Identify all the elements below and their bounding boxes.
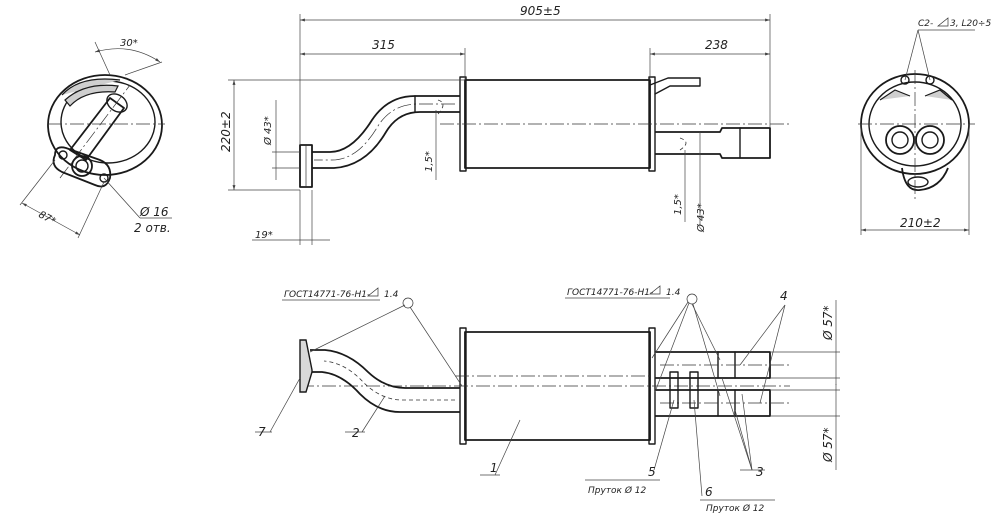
- weld-marker-icon: [402, 297, 414, 309]
- muffler-end-outline: [47, 74, 163, 176]
- part-4-label: 4: [780, 289, 788, 303]
- weld-symbol-icon: [649, 285, 661, 295]
- flange-angle-label: 30*: [120, 38, 138, 49]
- weld-marker-icon: [686, 293, 698, 305]
- weld-symbol-icon: [367, 287, 379, 297]
- hole-count-label: 2 отв.: [134, 221, 171, 235]
- part-7-label: 7: [258, 425, 266, 439]
- part-3-label: 3: [756, 465, 764, 479]
- part-2-label: 2: [352, 426, 360, 440]
- outlet-pipe: [655, 127, 771, 159]
- height-label: 220±2: [219, 111, 233, 152]
- assembly-muffler-body: [464, 331, 651, 441]
- tailpipe-left-icon: [885, 125, 915, 155]
- weld-spec-label: C2-: [918, 19, 933, 29]
- inlet-flange: [52, 146, 112, 188]
- side-view: 905±5 315 238 220±2 Ø 43* 1,5* 19* 1,5* …: [219, 4, 790, 245]
- hanger-bracket: [649, 77, 701, 95]
- weld-note-left-size: 1.4: [384, 290, 399, 300]
- flange-hole-icon: [58, 150, 68, 160]
- assembly-flange: [299, 339, 313, 393]
- assembly-inlet-pipe: [310, 349, 460, 389]
- part-5-label: 5: [648, 465, 656, 479]
- hole-dia-label: Ø 16: [139, 205, 169, 219]
- rod-5: [669, 371, 679, 409]
- weld-note-left-standard: ГОСТ14771-76-Н1-: [284, 290, 370, 300]
- hanger-loop: [901, 167, 949, 191]
- weld-detail-label: 3, L20÷5: [950, 19, 991, 29]
- tip-dia-lower-label: Ø 57*: [821, 427, 835, 463]
- inlet-angle-label: 1,5*: [424, 151, 435, 172]
- flange-bore: [71, 155, 93, 177]
- rod-5-note: Пруток Ø 12: [588, 485, 647, 496]
- left-end-view: 30* 87* Ø 16 2 отв.: [19, 38, 172, 239]
- flange-offset-label: 19*: [255, 230, 273, 241]
- outlet-angle-label: 1,5*: [673, 194, 684, 215]
- flange-spacing-label: 87*: [36, 209, 57, 227]
- part-1-label: 1: [490, 461, 498, 475]
- outlet-pipe-dia-label: Ø 43*: [695, 203, 707, 233]
- weld-note-right-standard: ГОСТ14771-76-Н1-: [567, 288, 653, 298]
- right-end-view: C2- 3, L20÷5 210±2: [858, 17, 991, 235]
- inlet-length-label: 315: [372, 38, 395, 52]
- rod-6: [689, 371, 699, 409]
- weld-symbol-icon: [937, 17, 949, 27]
- part-6-label: 6: [705, 485, 713, 499]
- overall-length-label: 905±5: [520, 4, 561, 18]
- width-label: 210±2: [900, 216, 941, 230]
- rod-6-note: Пруток Ø 12: [706, 503, 765, 514]
- weld-note-right-size: 1.4: [666, 288, 681, 298]
- inlet-pipe-dia-label: Ø 43*: [262, 116, 274, 146]
- inlet-pipe: [312, 95, 460, 153]
- outlet-length-label: 238: [705, 38, 728, 52]
- tip-dia-upper-label: Ø 57*: [821, 305, 835, 341]
- assembly-view: Ø 57* Ø 57* ГОСТ14771-76-Н1- 1.4 ГОСТ147…: [255, 285, 840, 514]
- end-cap-shading: [64, 84, 119, 107]
- tailpipe-right-icon: [915, 125, 945, 155]
